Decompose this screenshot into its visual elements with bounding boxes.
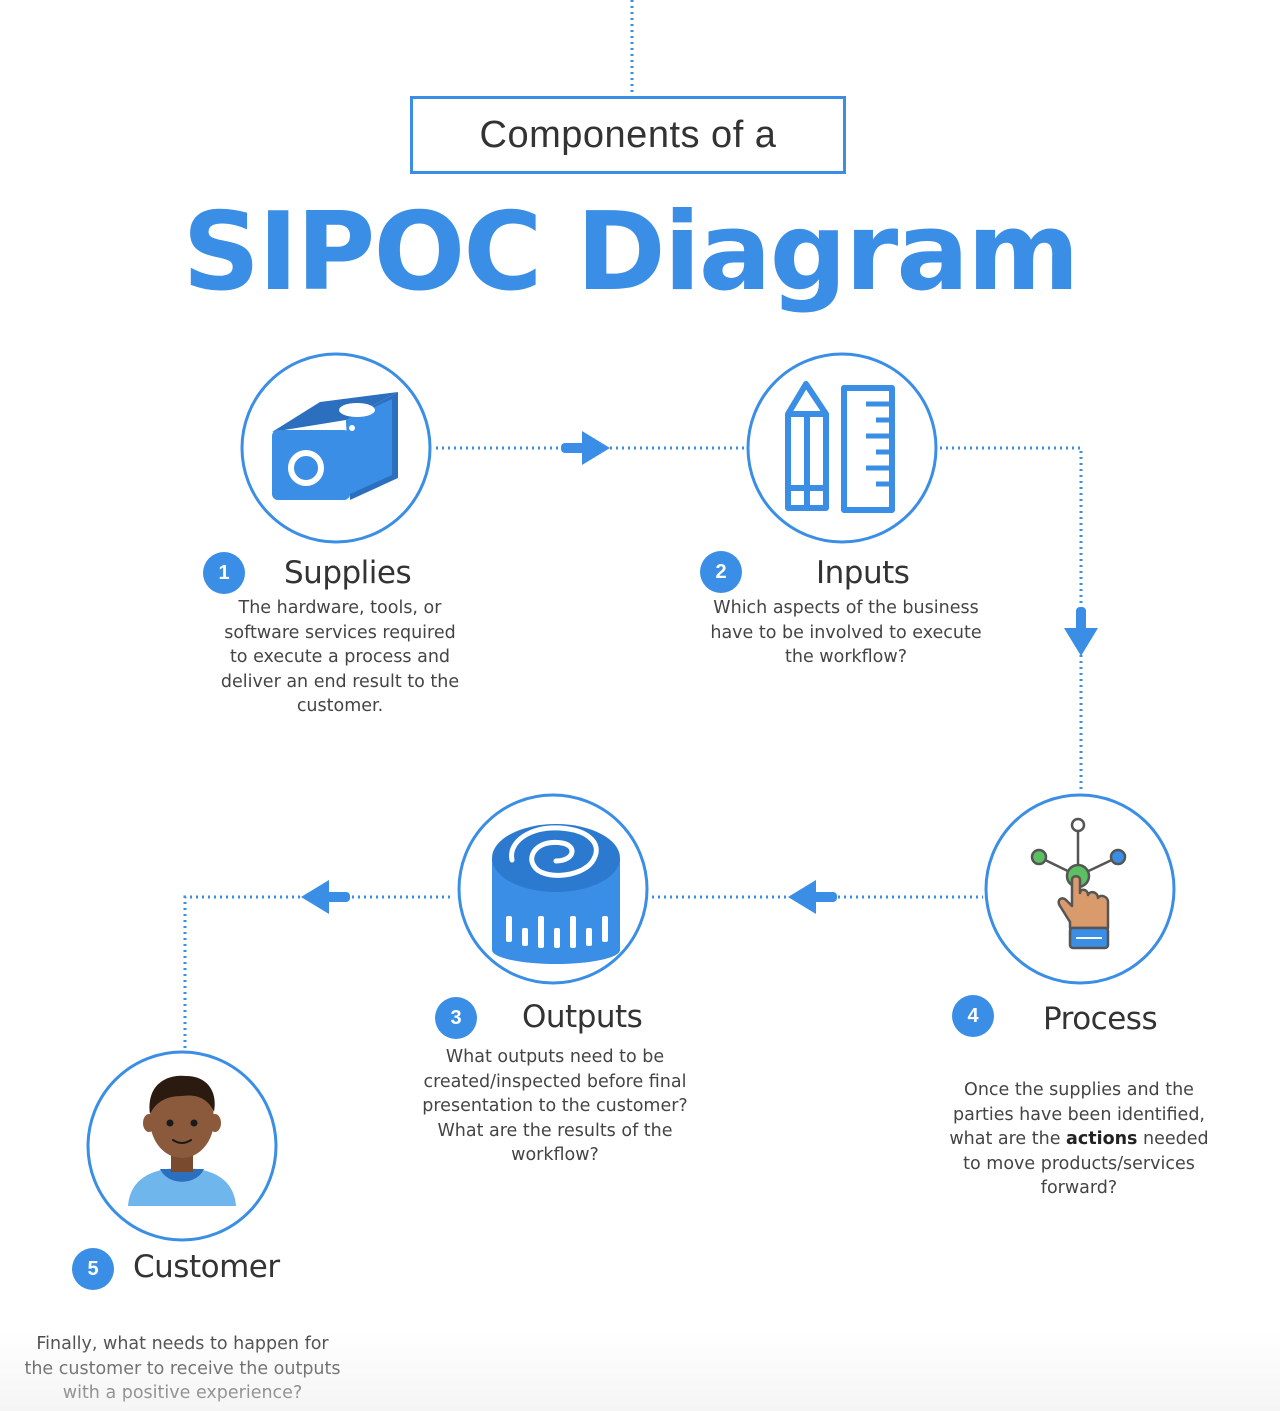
step-desc-process: Once the supplies and the parties have b… bbox=[949, 1080, 1209, 1198]
subtitle-box: Components of a bbox=[410, 96, 846, 174]
step-title-process: Process bbox=[1043, 1001, 1158, 1037]
step-title-customer: Customer bbox=[133, 1249, 280, 1285]
step-title-supplies: Supplies bbox=[284, 555, 412, 591]
measuring-tape-icon bbox=[492, 824, 620, 964]
main-title: SIPOC Diagram bbox=[182, 190, 1079, 315]
subtitle: Components of a bbox=[479, 113, 777, 156]
pencil-sharpener-icon bbox=[272, 392, 398, 500]
arrow-left-icon bbox=[788, 880, 837, 914]
step-title-inputs: Inputs bbox=[816, 555, 910, 591]
arrow-right-icon bbox=[561, 431, 610, 465]
step-desc-inputs: Which aspects of the business have to be… bbox=[710, 598, 982, 667]
step-title-outputs: Outputs bbox=[522, 999, 643, 1035]
step-badge-3: 3 bbox=[435, 997, 477, 1039]
connector-outputs-customer bbox=[183, 895, 450, 1050]
step-badge-1: 1 bbox=[203, 552, 245, 594]
step-desc-outputs: What outputs need to be created/inspecte… bbox=[422, 1047, 688, 1165]
arrow-down-icon bbox=[1064, 607, 1098, 656]
arrow-left-icon bbox=[301, 880, 350, 914]
step-badge-2: 2 bbox=[700, 551, 742, 593]
pencil-ruler-icon bbox=[785, 381, 895, 513]
step-desc-supplies: The hardware, tools, or software service… bbox=[220, 598, 460, 716]
step-badge-5: 5 bbox=[72, 1248, 114, 1290]
customer-avatar-icon bbox=[128, 1075, 236, 1206]
step-desc-customer: Finally, what needs to happen for the cu… bbox=[24, 1334, 341, 1403]
actions-emphasis: actions bbox=[1066, 1129, 1138, 1149]
hand-network-icon bbox=[1030, 817, 1127, 950]
step-badge-4: 4 bbox=[952, 995, 994, 1037]
